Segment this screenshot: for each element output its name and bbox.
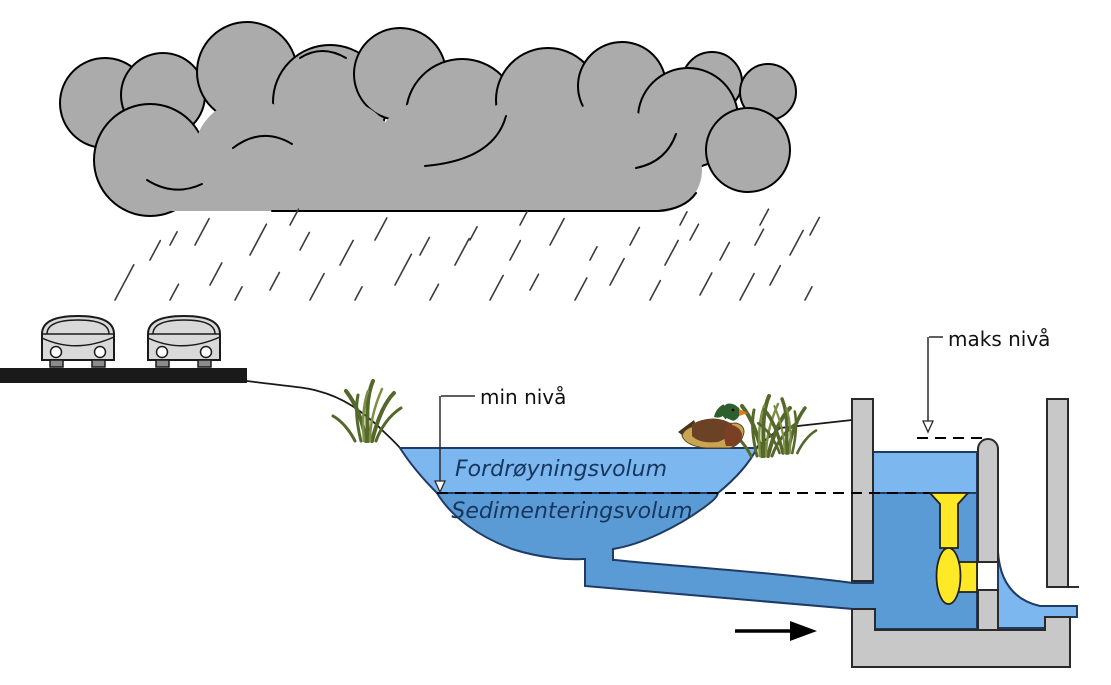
rain-drop-line xyxy=(549,217,565,246)
min-level-callout: min nivå xyxy=(433,385,566,494)
outer-right-wall xyxy=(1046,398,1069,588)
rain-drop-line xyxy=(469,226,478,241)
rain-drop-line xyxy=(169,283,180,301)
min-level-label: min nivå xyxy=(480,385,566,409)
duck-icon xyxy=(678,401,748,449)
chamber-base-slab xyxy=(851,608,1071,668)
car-icon-1 xyxy=(41,315,115,368)
rain-drop-line xyxy=(419,236,431,256)
rain-drop-line xyxy=(149,239,162,261)
rain-drop-line xyxy=(754,228,765,246)
rain-drop-line xyxy=(489,274,505,301)
rain-drop-line xyxy=(809,216,821,236)
rain-drop-line xyxy=(354,285,363,301)
min-level-arrowhead xyxy=(433,480,447,494)
rain-drop-line xyxy=(234,285,243,301)
overflow-weir-wall xyxy=(977,438,999,563)
rain-drop-line xyxy=(299,231,311,251)
car-icon-2 xyxy=(147,315,221,368)
outlet-chamber-structure xyxy=(851,398,1079,668)
chamber-left-wall xyxy=(851,398,874,582)
rain-drop-line xyxy=(429,283,440,301)
rain-drop-line xyxy=(269,271,281,291)
flow-direction-arrow xyxy=(735,621,817,641)
max-level-callout: maks nivå xyxy=(921,327,1050,434)
rain-drop-line xyxy=(454,237,470,266)
rain-drop-line xyxy=(589,246,598,261)
sedimentation-water xyxy=(435,492,978,630)
rain-drop-line xyxy=(209,262,223,286)
rain-drop-line xyxy=(789,229,805,256)
max-level-arrowhead xyxy=(921,420,935,434)
rain-drop-line xyxy=(509,239,522,261)
rain-drop-line xyxy=(339,239,355,266)
rain-drop-line xyxy=(249,223,268,256)
rain-drop-line xyxy=(649,279,662,301)
rain-drop-line xyxy=(529,273,540,291)
detention-volume-label: Fordrøyningsvolum xyxy=(455,457,667,482)
rain-drop-line xyxy=(719,241,731,261)
rain-drop-line xyxy=(194,217,210,246)
outlet-sill-block xyxy=(977,589,999,631)
rain-drop-line xyxy=(609,257,625,286)
regulator-float xyxy=(935,547,962,605)
rain-drop-line xyxy=(759,208,770,226)
rain-drop-line xyxy=(689,223,700,241)
rain-drop-line xyxy=(289,208,300,226)
sedimentation-volume-label: Sedimenteringsvolum xyxy=(451,499,692,524)
rain-drop-line xyxy=(394,253,413,286)
rain-drop-line xyxy=(114,263,135,301)
rain-drop-line xyxy=(169,231,178,246)
rain-drop-line xyxy=(574,277,588,301)
road xyxy=(0,368,247,383)
grass-icon-left xyxy=(331,379,403,443)
rain-drop-line xyxy=(699,272,713,296)
rain-drop-line xyxy=(309,272,325,301)
rain-drop-line xyxy=(679,211,688,226)
rain-cloud-icon xyxy=(59,21,797,217)
max-level-label: maks nivå xyxy=(948,327,1050,351)
left-bank-line xyxy=(246,380,401,449)
outlet-chamber-water xyxy=(872,451,1078,629)
regulator-funnel xyxy=(927,492,971,549)
rain-drop-line xyxy=(769,264,782,286)
rain-icon xyxy=(114,208,821,301)
rain-drop-line xyxy=(519,211,528,226)
rain-drop-line xyxy=(804,285,813,301)
rain-drop-line xyxy=(374,217,388,241)
rain-drop-line xyxy=(739,272,755,301)
rain-drop-line xyxy=(664,239,680,266)
float-flow-regulator xyxy=(927,492,978,605)
rain-drop-line xyxy=(629,226,641,246)
chamber-upper-water xyxy=(872,451,978,494)
